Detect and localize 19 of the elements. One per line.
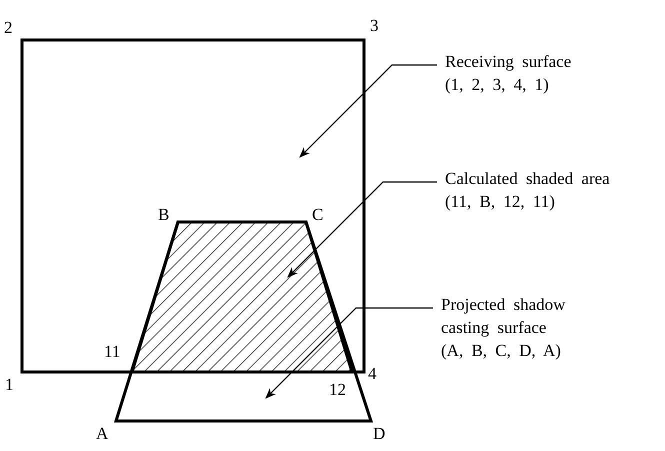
leader-line — [265, 307, 433, 399]
vertex-label: D — [373, 424, 386, 444]
leader-line — [299, 64, 437, 158]
callout-text: (A, B, C, D, A) — [441, 340, 562, 362]
vertex-label: B — [158, 205, 170, 225]
vertex-label: 3 — [370, 16, 378, 36]
callout-text: Projected shadow casting surface — [441, 294, 566, 339]
callout-text: (11, B, 12, 11) — [445, 191, 556, 213]
vertex-label: A — [96, 424, 108, 444]
leader-line — [287, 181, 437, 278]
vertex-label: 1 — [5, 375, 14, 395]
vertex-label: 4 — [368, 364, 376, 384]
vertex-label: 11 — [104, 342, 120, 362]
callout-text: (1, 2, 3, 4, 1) — [445, 74, 550, 96]
vertex-label: 12 — [329, 380, 346, 400]
callout-text: Receiving surface — [445, 51, 572, 73]
vertex-label: 2 — [4, 18, 12, 38]
vertex-label: C — [312, 205, 324, 225]
callout-text: Calculated shaded area — [445, 168, 611, 190]
